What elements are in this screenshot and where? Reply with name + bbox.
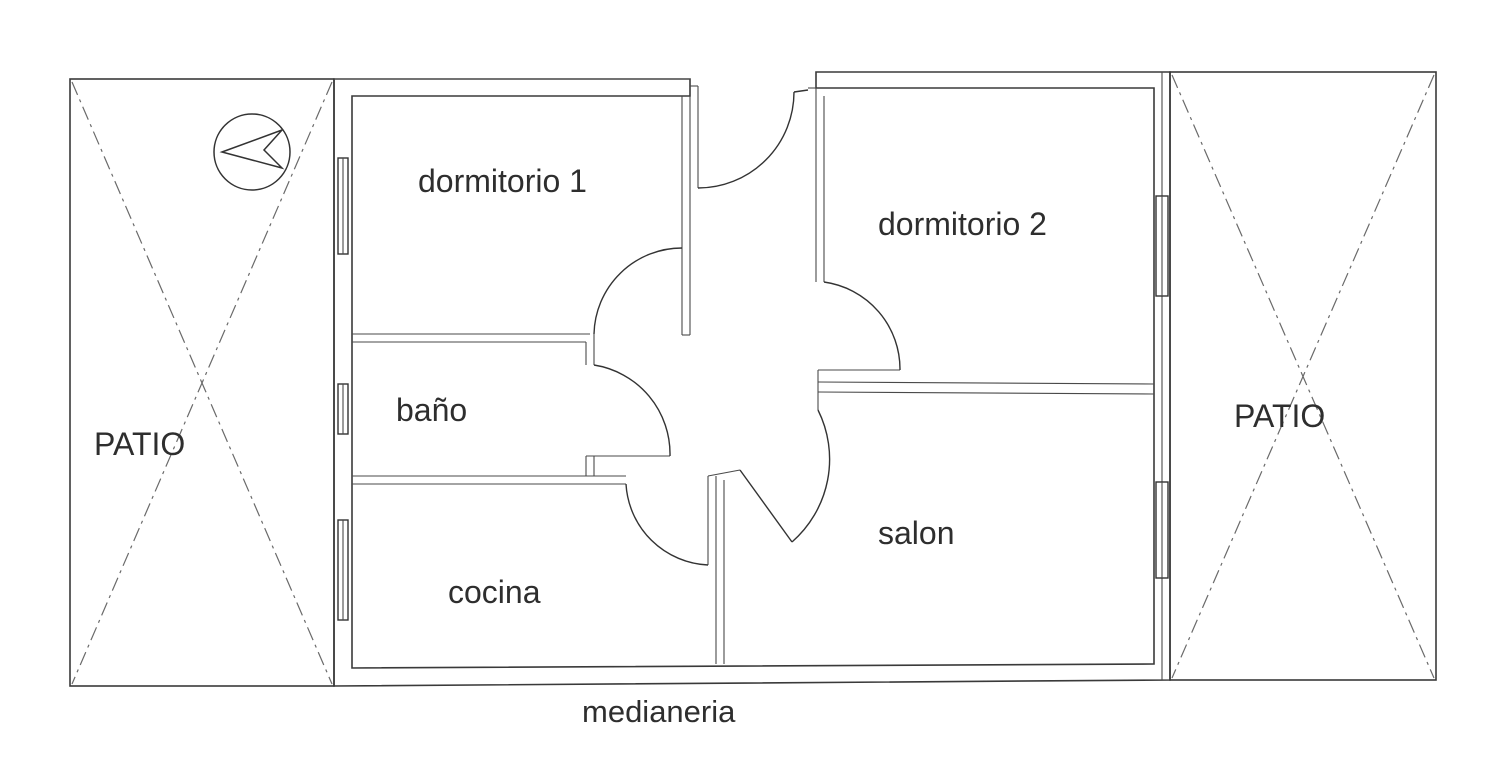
patio-right-cross-b [1171, 74, 1435, 679]
room-label-bano: baño [396, 392, 467, 428]
patio-left-label: PATIO [94, 426, 185, 462]
door-dormitorio-1 [593, 247, 683, 335]
room-label-dormitorio-2: dormitorio 2 [878, 206, 1047, 242]
north-arrow-icon [213, 113, 291, 191]
door-entry [697, 91, 795, 189]
boundary-label-medianeria: medianeria [582, 694, 736, 729]
door-salon [791, 409, 831, 543]
door-dormitorio-2 [823, 281, 901, 371]
patio-right-label: PATIO [1234, 398, 1325, 434]
patio-left-cross-b [71, 81, 333, 685]
room-label-dormitorio-1: dormitorio 1 [418, 163, 587, 199]
doors [593, 89, 901, 566]
patio-left: PATIO [69, 78, 335, 687]
door-cocina [625, 483, 709, 566]
patio-right: PATIO [1169, 71, 1437, 681]
door-bano [593, 364, 671, 457]
room-label-salon: salon [878, 515, 955, 551]
windows [337, 157, 1169, 621]
room-label-cocina: cocina [448, 574, 541, 610]
